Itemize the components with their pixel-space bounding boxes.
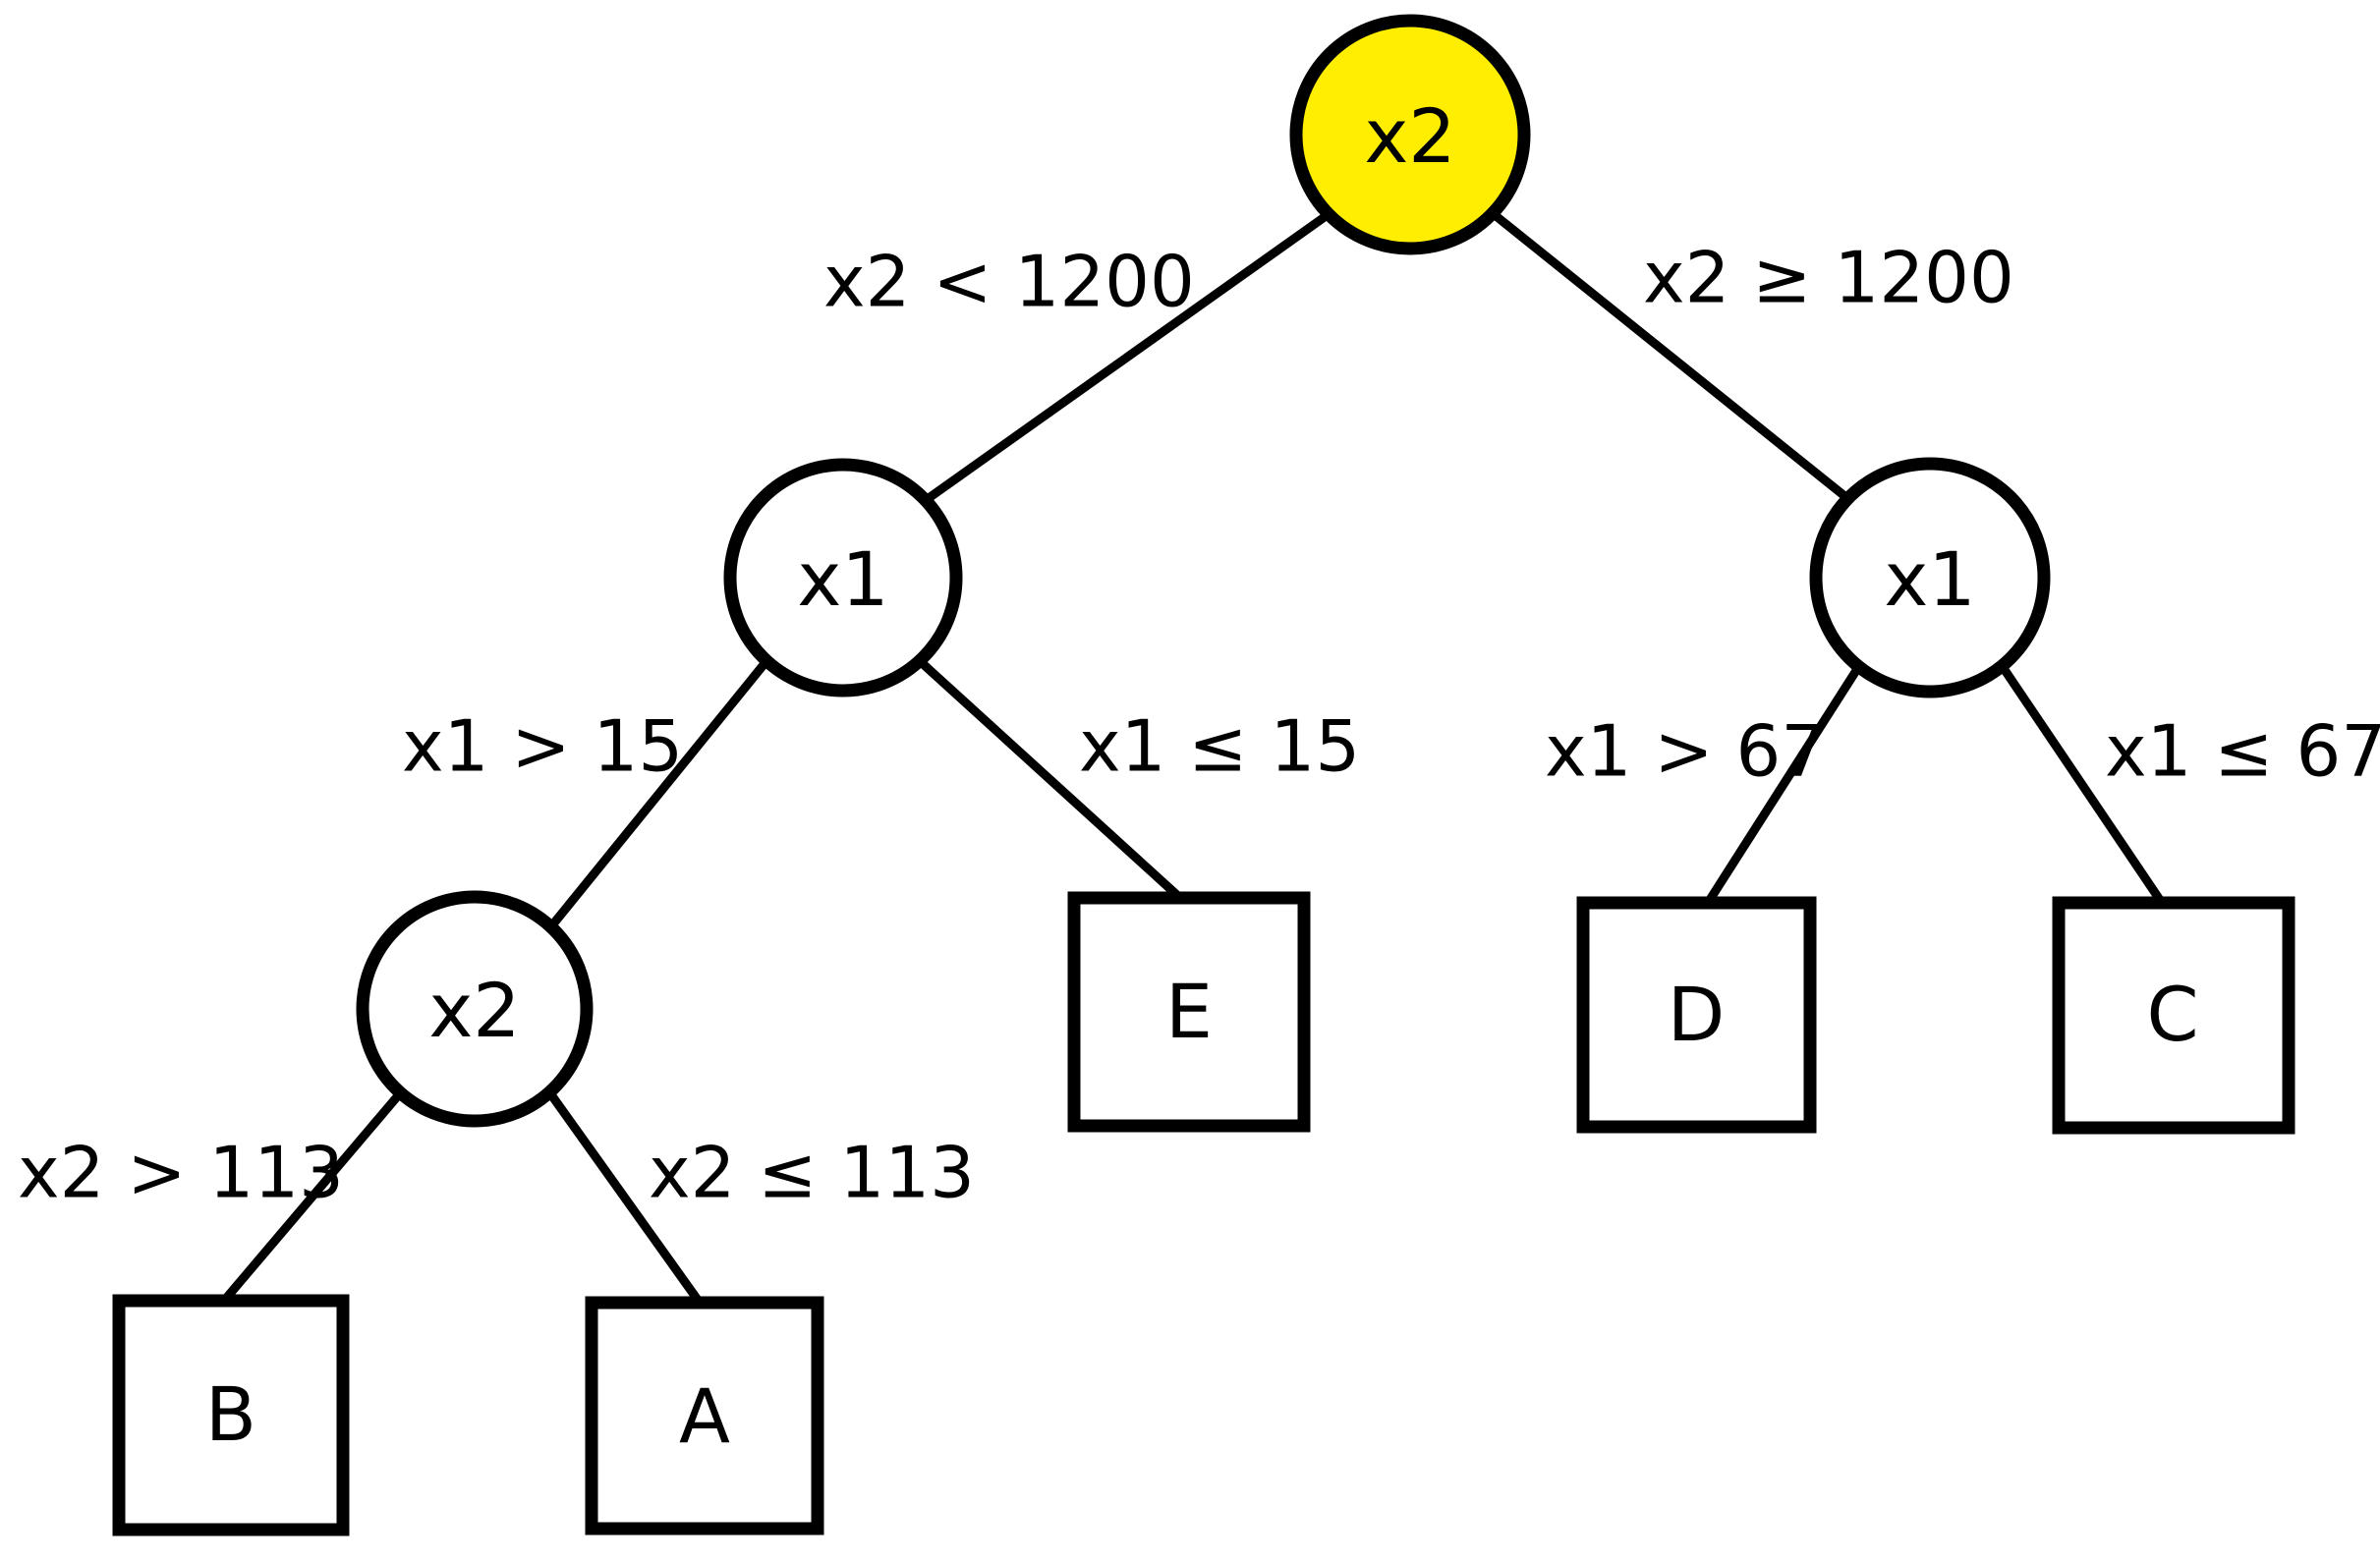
leaf-node-c-shape [2052, 896, 2295, 1135]
edge-right-x1-to-leaf-d [1704, 655, 1868, 906]
leaf-node-e-label: E [1165, 968, 1213, 1055]
edge-label-root-left: x2 < 1200 [823, 241, 1195, 323]
leaf-node-b[interactable]: B [112, 1294, 350, 1536]
leaf-node-d[interactable]: D [1576, 896, 1817, 1134]
leaf-node-d-shape [1576, 896, 1817, 1134]
node-root-x2[interactable]: x2 [1289, 14, 1531, 255]
node-right-x1-label: x1 [1884, 535, 1975, 623]
leaf-node-e-shape [1067, 891, 1311, 1133]
edge-group [220, 210, 2166, 1306]
leaf-node-d-label: D [1668, 971, 1726, 1058]
leaf-node-a[interactable]: A [585, 1296, 824, 1535]
leaf-node-b-label: B [205, 1370, 256, 1458]
edge-label-right-x1-left: x1 > 67 [1545, 710, 1826, 793]
leaf-node-e[interactable]: E [1067, 891, 1311, 1133]
edge-left-x1-to-leaf-e [915, 656, 1184, 902]
edge-left-x1-to-left-x2 [543, 658, 770, 934]
edge-label-right-x1-right: x1 ≤ 67 [2105, 710, 2380, 793]
node-root-label: x2 [1364, 92, 1455, 180]
edge-root-to-right-x1 [1491, 210, 1856, 507]
node-left-x1[interactable]: x1 [723, 458, 963, 697]
node-left-x2-label: x2 [428, 967, 520, 1054]
leaf-node-a-label: A [679, 1372, 730, 1460]
edge-label-left-x2-left: x2 > 113 [18, 1132, 344, 1214]
leaf-node-b-shape [112, 1294, 350, 1536]
node-right-x1-shape [1809, 457, 2051, 698]
edge-label-left-x1-left: x1 > 15 [402, 705, 683, 788]
edge-label-group: x2 < 1200 x2 ≥ 1200 x1 > 15 x1 ≤ 15 x1 >… [18, 237, 2380, 1214]
edge-right-x1-to-leaf-c [1993, 655, 2166, 906]
leaf-node-c[interactable]: C [2052, 896, 2295, 1135]
edge-root-to-left-x1 [919, 210, 1332, 507]
node-left-x1-label: x1 [797, 535, 888, 623]
node-left-x2-shape [356, 890, 594, 1128]
node-right-x1[interactable]: x1 [1809, 457, 2051, 698]
node-left-x1-shape [723, 458, 963, 697]
node-left-x2[interactable]: x2 [356, 890, 594, 1128]
node-root-shape [1289, 14, 1531, 255]
edge-label-left-x1-right: x1 ≤ 15 [1079, 705, 1360, 788]
leaf-node-a-shape [585, 1296, 824, 1535]
edge-label-left-x2-right: x2 ≤ 113 [649, 1132, 975, 1214]
edge-left-x2-to-leaf-a [546, 1090, 704, 1306]
edge-label-root-right: x2 ≥ 1200 [1643, 237, 2014, 319]
edge-left-x2-to-leaf-b [220, 1090, 404, 1304]
leaf-node-c-label: C [2146, 971, 2198, 1058]
